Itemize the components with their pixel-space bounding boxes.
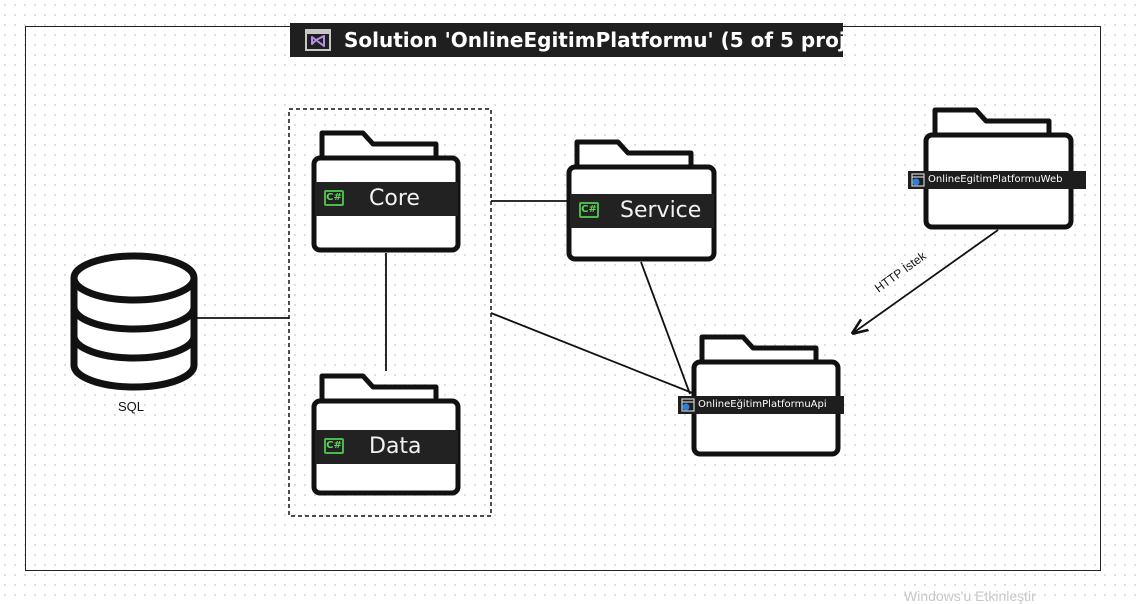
connectors — [196, 200, 999, 395]
core-data-group-box — [288, 108, 492, 517]
data-folder-icon — [311, 373, 461, 496]
web-project-icon — [911, 173, 925, 187]
diagram-frame — [25, 26, 1101, 571]
core-project-label: C# Core — [315, 182, 458, 216]
data-project-label: C# Data — [315, 430, 458, 464]
csharp-icon: C# — [324, 190, 344, 206]
edge-web-to-api — [853, 229, 999, 333]
sql-label: SQL — [118, 399, 145, 414]
windows-activation-watermark: Windows'u Etkinleştir — [904, 588, 1036, 604]
solution-title-bar: Solution 'OnlineEgitimPlatformu' (5 of 5… — [290, 23, 843, 57]
csharp-icon: C# — [579, 202, 599, 218]
edge-group-to-api — [490, 312, 696, 395]
web-project-name: OnlineEgitimPlatformuWeb — [928, 174, 1063, 185]
service-project-name: Service — [620, 198, 702, 223]
data-project-name: Data — [369, 434, 422, 459]
csharp-icon: C# — [324, 438, 344, 454]
solution-title-text: Solution 'OnlineEgitimPlatformu' (5 of 5… — [344, 28, 843, 52]
web-project-icon — [681, 398, 695, 412]
api-project-label: OnlineEğitimPlatformuApi — [678, 396, 844, 414]
edge-service-to-api — [640, 261, 691, 395]
core-project-name: Core — [369, 186, 420, 211]
service-project-label: C# Service — [570, 194, 714, 228]
database-icon — [70, 252, 198, 391]
api-project-name: OnlineEğitimPlatformuApi — [698, 399, 827, 410]
web-project-label: OnlineEgitimPlatformuWeb — [908, 171, 1086, 189]
visual-studio-solution-icon — [305, 29, 331, 51]
